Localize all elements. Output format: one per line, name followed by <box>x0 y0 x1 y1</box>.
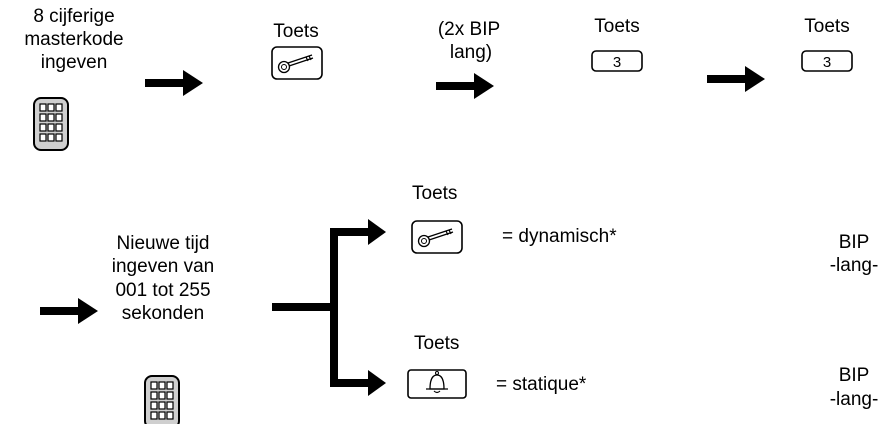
key-icon <box>271 46 323 80</box>
option-dynamic-result: = dynamisch* <box>502 226 617 247</box>
key-3-button <box>591 50 643 72</box>
step1-line3: ingeven <box>40 52 108 73</box>
key-3-button <box>801 50 853 72</box>
option-static-bip: BIP <box>838 365 870 386</box>
step6-line2: ingeven van <box>111 256 215 277</box>
step3-line2: lang) <box>449 42 493 63</box>
option-static-label: Toets <box>414 333 460 354</box>
option-dynamic-label: Toets <box>412 183 458 204</box>
option-dynamic-bip-lang: -lang- <box>829 255 879 276</box>
step2-label: Toets <box>273 21 319 42</box>
key-3-label: 3 <box>823 54 831 71</box>
key-icon <box>411 220 463 254</box>
step1-line2: masterkode <box>24 29 124 50</box>
option-static-bip-lang: -lang- <box>829 389 879 410</box>
keypad-icon <box>33 97 69 151</box>
step5-label: Toets <box>804 16 850 37</box>
step1-line1: 8 cijferige <box>33 6 115 27</box>
step3-line1: (2x BIP <box>437 19 501 40</box>
step6-line3: 001 tot 255 <box>115 280 211 301</box>
keypad-icon <box>144 375 180 424</box>
arrow-icon <box>707 66 765 92</box>
option-static-result: = statique* <box>496 374 587 395</box>
arrow-icon <box>145 70 203 96</box>
branch-connector <box>272 219 386 396</box>
arrow-icon <box>40 298 98 324</box>
arrow-icon <box>436 73 494 99</box>
bell-icon <box>407 369 467 399</box>
step6-line1: Nieuwe tijd <box>116 233 210 254</box>
step6-line4: sekonden <box>121 303 205 324</box>
step4-label: Toets <box>594 16 640 37</box>
key-3-label: 3 <box>613 54 621 71</box>
option-dynamic-bip: BIP <box>838 232 870 253</box>
